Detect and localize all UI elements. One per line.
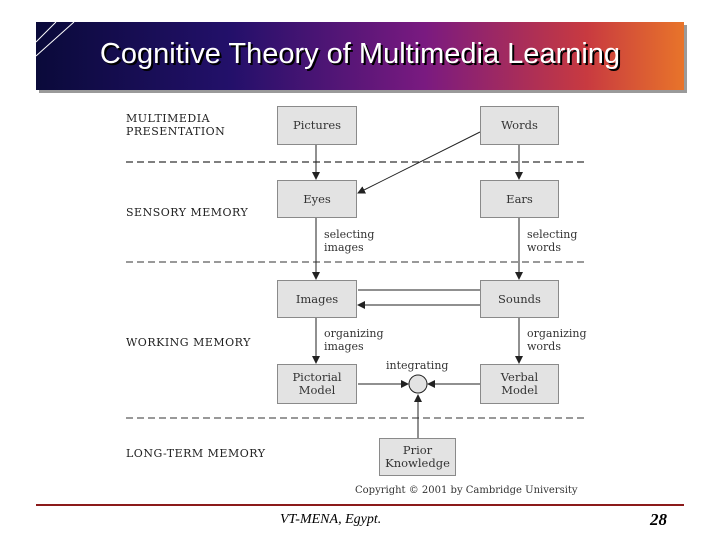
footer-text: VT-MENA, Egypt. — [280, 512, 382, 527]
sounds-box: Sounds — [480, 280, 559, 318]
selecting-words-label: selecting words — [527, 228, 578, 254]
layer-label-sensory: SENSORY MEMORY — [126, 206, 249, 219]
verbal-model-box: Verbal Model — [480, 364, 559, 404]
page-number: 28 — [650, 510, 667, 529]
selecting-images-label: selecting images — [324, 228, 375, 254]
diagram-connectors — [126, 131, 588, 438]
decorative-slash-icon — [35, 21, 75, 57]
eyes-box: Eyes — [277, 180, 357, 218]
words-box: Words — [480, 106, 559, 145]
integrating-node — [408, 374, 428, 394]
footer-rule — [36, 504, 684, 506]
organizing-words-label: organizing words — [527, 327, 587, 353]
ears-box: Ears — [480, 180, 559, 218]
layer-label-working: WORKING MEMORY — [126, 336, 251, 349]
layer-label-presentation: MULTIMEDIA PRESENTATION — [126, 112, 226, 138]
integrating-label: integrating — [386, 359, 449, 372]
images-box: Images — [277, 280, 357, 318]
prior-knowledge-box: Prior Knowledge — [379, 438, 456, 476]
copyright-text: Copyright © 2001 by Cambridge University — [355, 485, 578, 496]
pictures-box: Pictures — [277, 106, 357, 145]
slide-title: Cognitive Theory of Multimedia Learning — [99, 38, 621, 70]
pictorial-model-box: Pictorial Model — [277, 364, 357, 404]
cognitive-theory-diagram: MULTIMEDIA PRESENTATION SENSORY MEMORY W… — [118, 100, 598, 502]
organizing-images-label: organizing images — [324, 327, 384, 353]
layer-label-long-term: LONG-TERM MEMORY — [126, 447, 266, 460]
slide-title-bar: Cognitive Theory of Multimedia Learning — [35, 21, 684, 90]
